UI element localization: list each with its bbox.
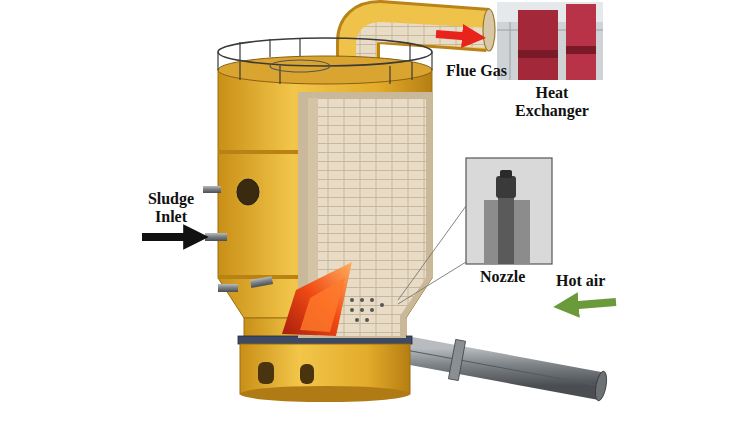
flue-gas-arrow [436, 34, 474, 37]
sludge-inlet-arrow [142, 233, 196, 241]
flame-core [300, 278, 345, 332]
refractory-cutaway [298, 92, 432, 338]
vessel-body [218, 70, 432, 402]
hot-air-arrow [566, 302, 616, 306]
flame [282, 262, 352, 336]
side-ports [203, 179, 273, 292]
nozzle-inset [398, 158, 552, 304]
top-platform [218, 38, 432, 84]
heat-exchanger-photo [497, 2, 603, 80]
part-label: Sludge Inlet [138, 190, 204, 227]
hot-air-pipe [395, 339, 609, 401]
part-label: Flue Gas [446, 62, 536, 80]
part-label: Hot air [556, 272, 636, 290]
part-label: Heat Exchanger [504, 84, 600, 121]
nozzle-grid [350, 298, 384, 322]
part-label: Nozzle [480, 268, 550, 286]
